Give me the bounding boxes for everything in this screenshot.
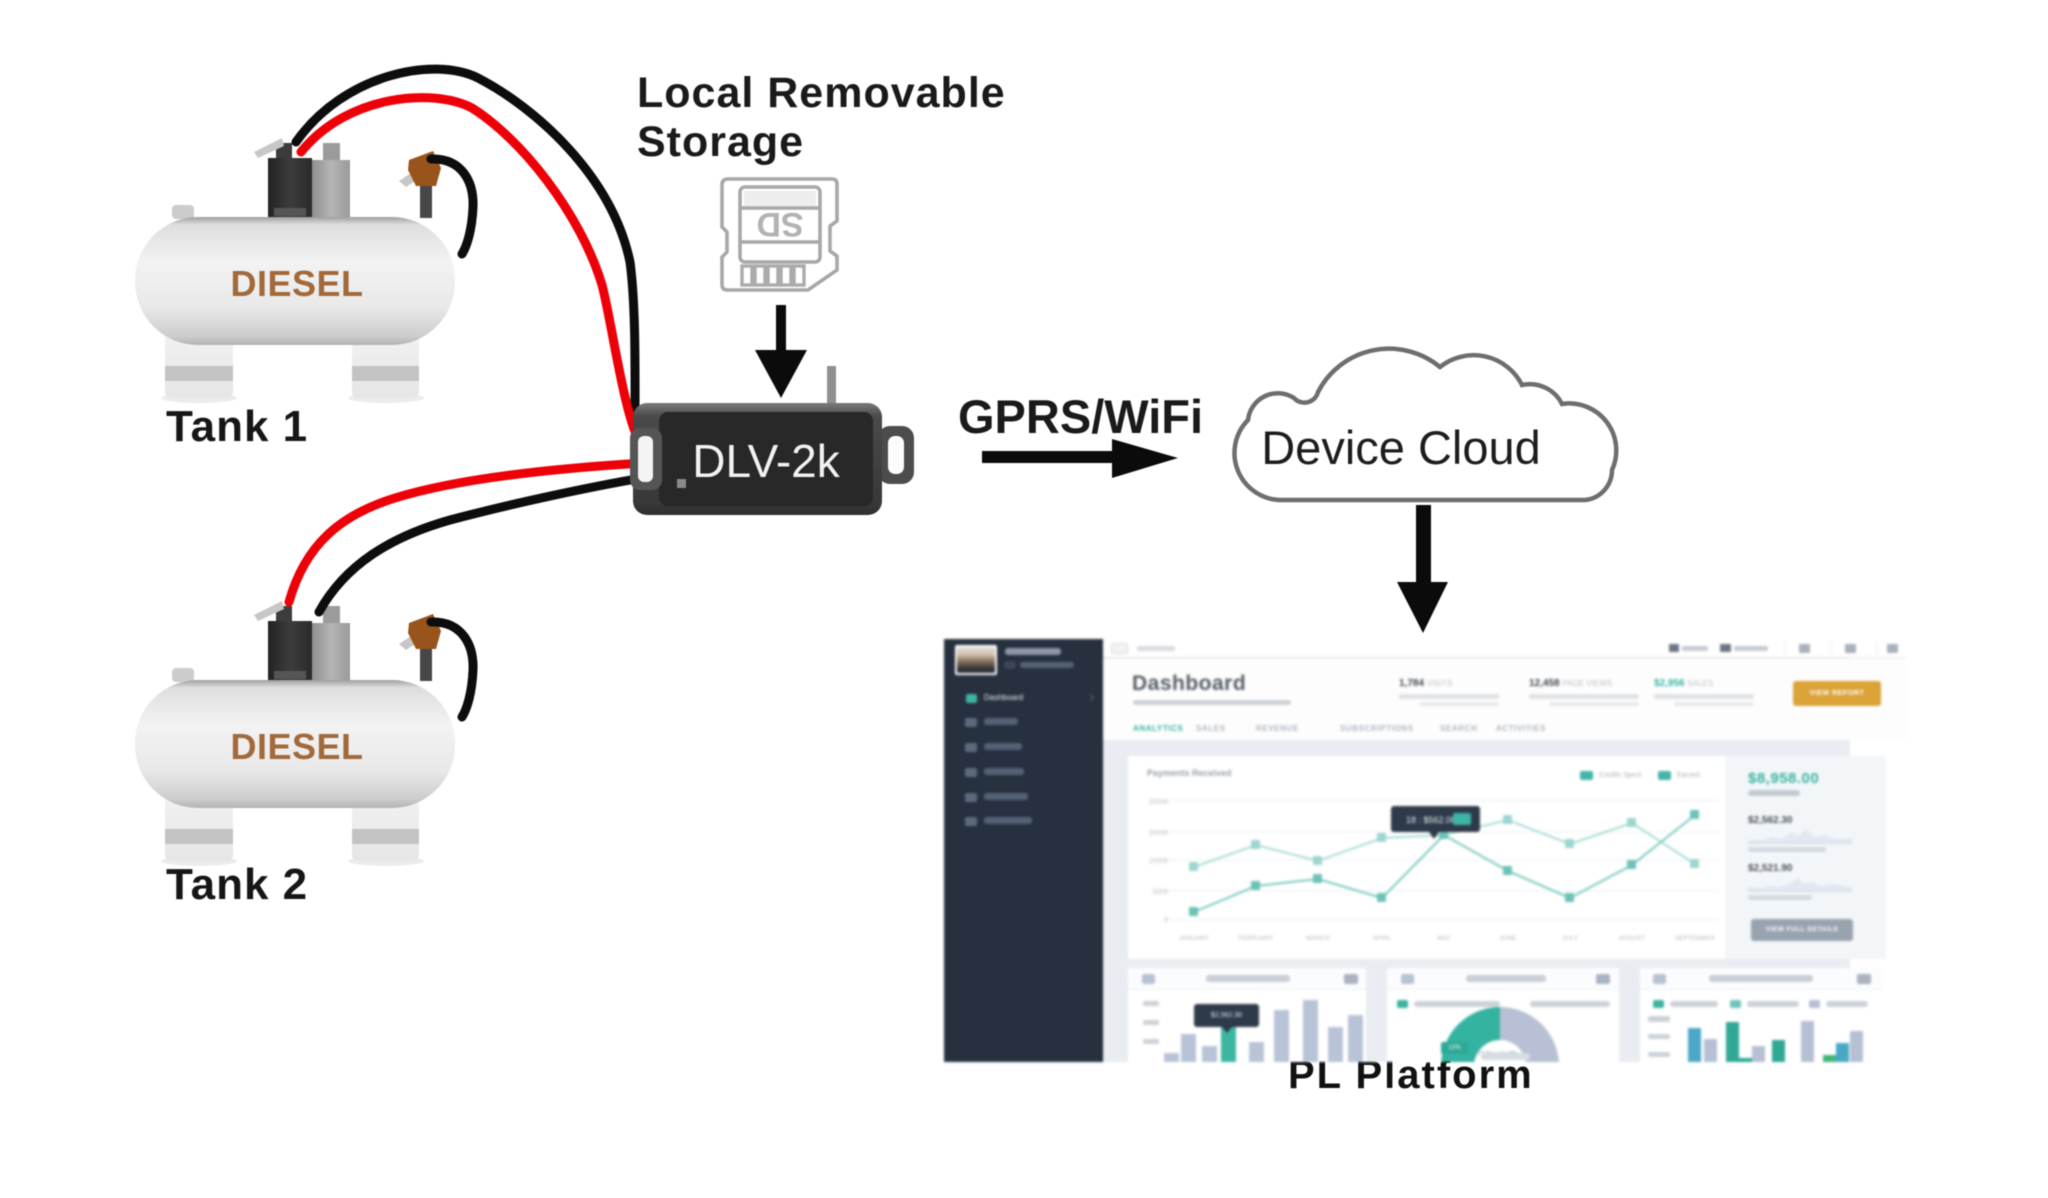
svg-text:Tank 2: Tank 2 [166, 860, 308, 909]
svg-text:Local Removable: Local Removable [637, 69, 1006, 117]
svg-text:FEBRUARY: FEBRUARY [1238, 935, 1274, 942]
svg-text:DLV-2k: DLV-2k [692, 435, 840, 487]
svg-text:MARCH: MARCH [1306, 935, 1330, 942]
svg-text:JANUARY: JANUARY [1179, 935, 1210, 942]
svg-text:Storage: Storage [637, 118, 804, 166]
svg-text:Tank 1: Tank 1 [166, 402, 308, 451]
svg-text:20000: 20000 [1149, 830, 1169, 837]
svg-text:JULY: JULY [1562, 935, 1578, 942]
svg-text:0: 0 [1164, 917, 1168, 924]
svg-text:5000: 5000 [1152, 889, 1168, 896]
svg-text:SEPTEMBER: SEPTEMBER [1675, 935, 1715, 942]
svg-text:Device Cloud: Device Cloud [1261, 421, 1541, 474]
svg-text:AUGUST: AUGUST [1618, 935, 1645, 942]
svg-text:GPRS/WiFi: GPRS/WiFi [958, 390, 1203, 443]
svg-text:SD: SD [756, 205, 803, 243]
svg-text:25000: 25000 [1149, 799, 1169, 806]
svg-text:18 : $562.00: 18 : $562.00 [1406, 815, 1456, 825]
svg-text:15000: 15000 [1149, 858, 1169, 865]
svg-text:MAY: MAY [1437, 935, 1451, 942]
svg-text:JUNE: JUNE [1500, 935, 1518, 942]
svg-text:APRIL: APRIL [1373, 935, 1392, 942]
